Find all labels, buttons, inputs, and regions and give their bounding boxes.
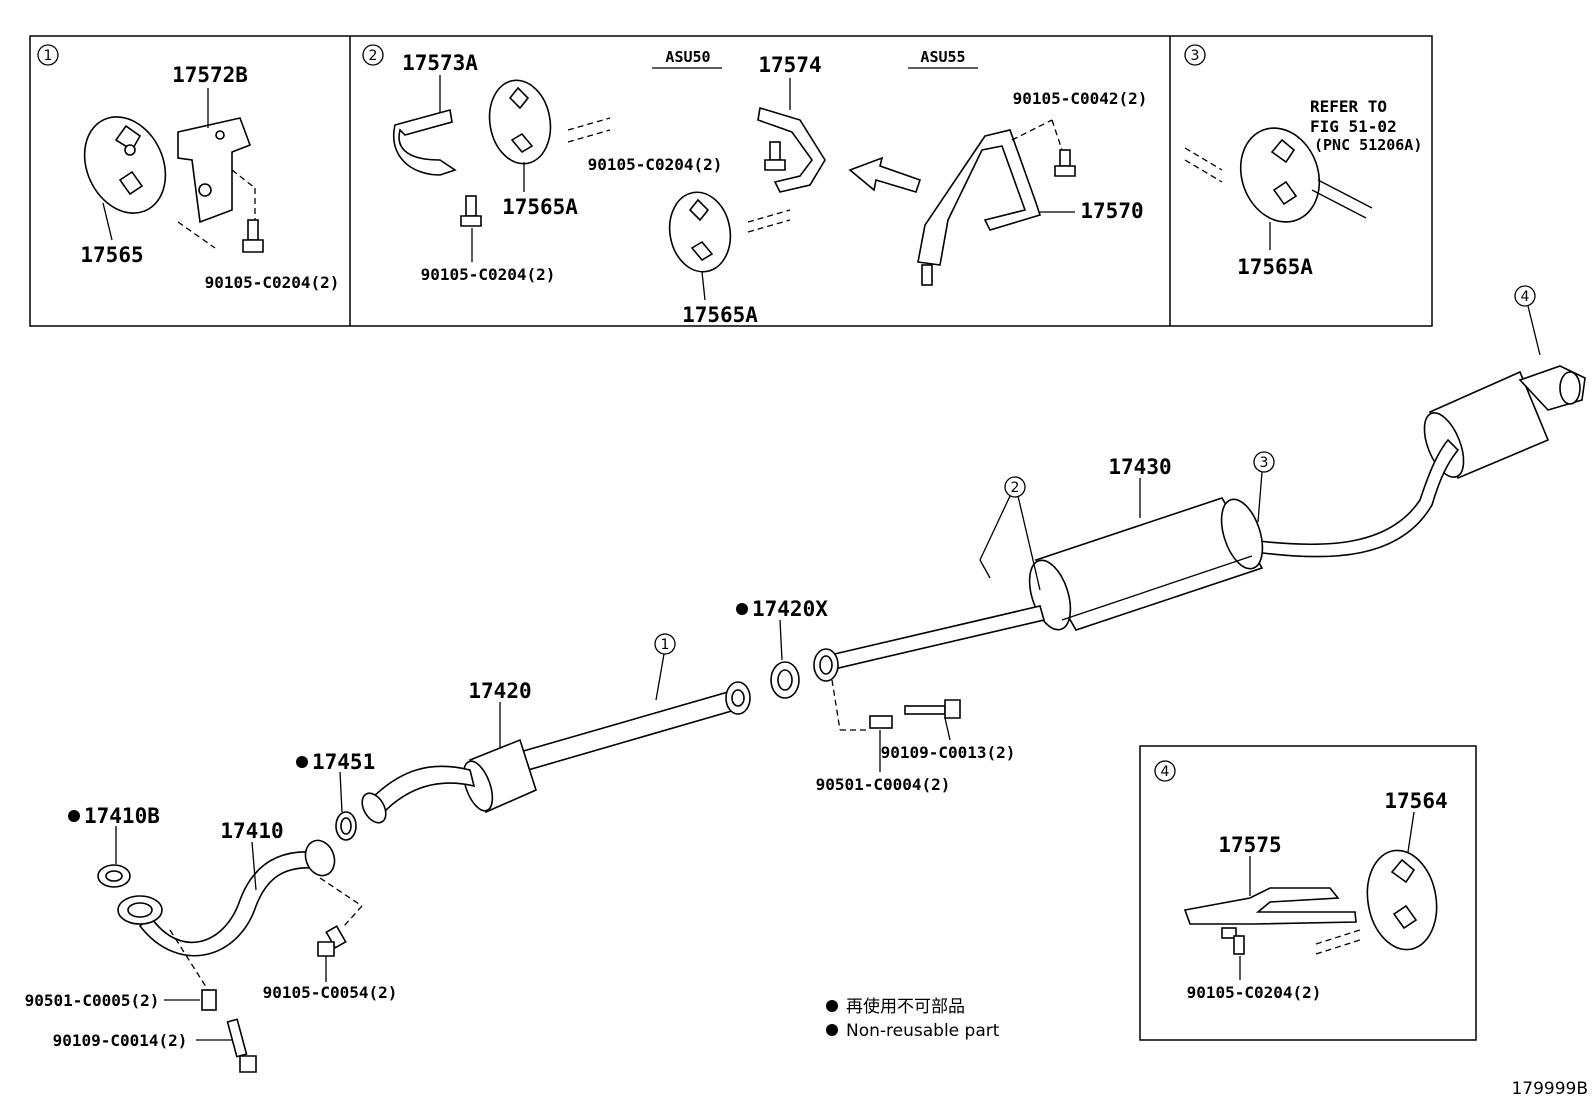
rubber-hanger xyxy=(83,116,167,214)
bolt xyxy=(242,219,264,253)
part-label: 17451 xyxy=(312,750,375,774)
callout-number: 3 xyxy=(1191,48,1200,64)
callout-number: 2 xyxy=(1011,480,1020,496)
bolt xyxy=(325,925,347,949)
bolt xyxy=(1221,927,1237,939)
part-label: 17410 xyxy=(220,819,283,843)
part-label: 90105-C0204(2) xyxy=(588,155,723,174)
part-label: 17565 xyxy=(80,243,143,267)
callout-number: 2 xyxy=(369,48,378,64)
legend: 再使用不可部品 Non-reusable part xyxy=(826,996,1000,1041)
bolt xyxy=(226,1018,248,1058)
part-label: 17573A xyxy=(402,51,478,75)
part-label: 90501-C0004(2) xyxy=(816,775,951,794)
non-reusable-dot xyxy=(826,1000,838,1012)
part-label: 17420X xyxy=(752,597,828,621)
part-label: 17565A xyxy=(1237,255,1313,279)
inset-4: 4 17575 17564 90105-C0204(2) xyxy=(1154,760,1448,1002)
non-reusable-dot xyxy=(826,1024,838,1036)
spring xyxy=(201,989,217,1011)
front-pipe xyxy=(138,851,315,957)
inset-3: 3 REFER TO FIG 51-02 (PNC 51206A) 17565A xyxy=(1184,44,1422,279)
part-label: 90105-C0204(2) xyxy=(205,273,340,292)
arrow-icon xyxy=(848,156,922,193)
inset-2: 2 17573A 90105-C0204(2) 17565A ASU50 175… xyxy=(362,44,1148,327)
rubber-hanger xyxy=(1239,127,1321,223)
non-reusable-dot xyxy=(296,756,308,768)
inset-1: 1 17565 17572B 90105-C0204(2) xyxy=(37,44,340,292)
inset-frame-top xyxy=(29,35,1433,327)
legend-en: Non-reusable part xyxy=(846,1021,1000,1041)
center-pipe xyxy=(518,689,744,771)
callout-circle-4 xyxy=(1154,760,1176,782)
part-label: 17565A xyxy=(682,303,758,327)
callout-number: 4 xyxy=(1161,764,1170,780)
part-label: 90501-C0005(2) xyxy=(25,991,160,1010)
bracket xyxy=(1183,887,1357,925)
reference-note: FIG 51-02 xyxy=(1310,117,1397,136)
part-label: 17564 xyxy=(1384,789,1447,813)
inset-frame-4 xyxy=(1139,745,1477,1041)
callout-number: 4 xyxy=(1521,289,1530,305)
reference-note: (PNC 51206A) xyxy=(1314,136,1422,154)
part-label: 90105-C0042(2) xyxy=(1013,89,1148,108)
part-label: 17430 xyxy=(1108,455,1171,479)
bracket xyxy=(917,129,1042,266)
rubber-hanger xyxy=(668,191,732,273)
part-label: 17574 xyxy=(758,53,821,77)
part-label: 17575 xyxy=(1218,833,1281,857)
callout-number: 1 xyxy=(661,637,670,653)
callout-number: 3 xyxy=(1260,455,1269,471)
rubber-hanger xyxy=(488,79,552,165)
variant-label: ASU55 xyxy=(920,48,965,66)
part-label: 90105-C0054(2) xyxy=(263,983,398,1002)
bracket xyxy=(757,106,826,193)
rubber-hanger xyxy=(1366,849,1438,951)
figure-id: 179999B xyxy=(1511,1079,1588,1099)
non-reusable-dot xyxy=(736,603,748,615)
muffler-inlet-pipe xyxy=(825,605,1045,671)
bolt xyxy=(769,141,781,161)
spring xyxy=(869,715,893,729)
callout-circle-2 xyxy=(362,44,384,66)
variant-label: ASU50 xyxy=(665,48,710,66)
bracket xyxy=(392,108,457,176)
part-label: 17572B xyxy=(172,63,248,87)
main-assembly: 4 3 17430 2 xyxy=(25,285,1586,1073)
part-label: 17565A xyxy=(502,195,578,219)
bolt xyxy=(1059,149,1071,167)
main-muffler xyxy=(1028,497,1264,631)
legend-jp: 再使用不可部品 xyxy=(846,996,965,1017)
part-label: 17420 xyxy=(468,679,531,703)
callout-number: 1 xyxy=(44,48,53,64)
callout-circle-3 xyxy=(1184,44,1206,66)
part-label: 90105-C0204(2) xyxy=(421,265,556,284)
non-reusable-dot xyxy=(68,810,80,822)
bolt xyxy=(904,705,946,715)
bolt xyxy=(465,195,477,217)
part-label: 90105-C0204(2) xyxy=(1187,983,1322,1002)
part-label: 90109-C0014(2) xyxy=(53,1031,188,1050)
part-label: 17410B xyxy=(84,804,160,828)
intermediate-pipe xyxy=(1248,438,1460,558)
reference-note: REFER TO xyxy=(1310,97,1387,116)
bracket xyxy=(177,117,252,224)
part-label: 17570 xyxy=(1080,199,1143,223)
part-label: 90109-C0013(2) xyxy=(881,743,1016,762)
callout-circle-1 xyxy=(37,44,59,66)
callout-circle-4 xyxy=(1514,285,1536,307)
